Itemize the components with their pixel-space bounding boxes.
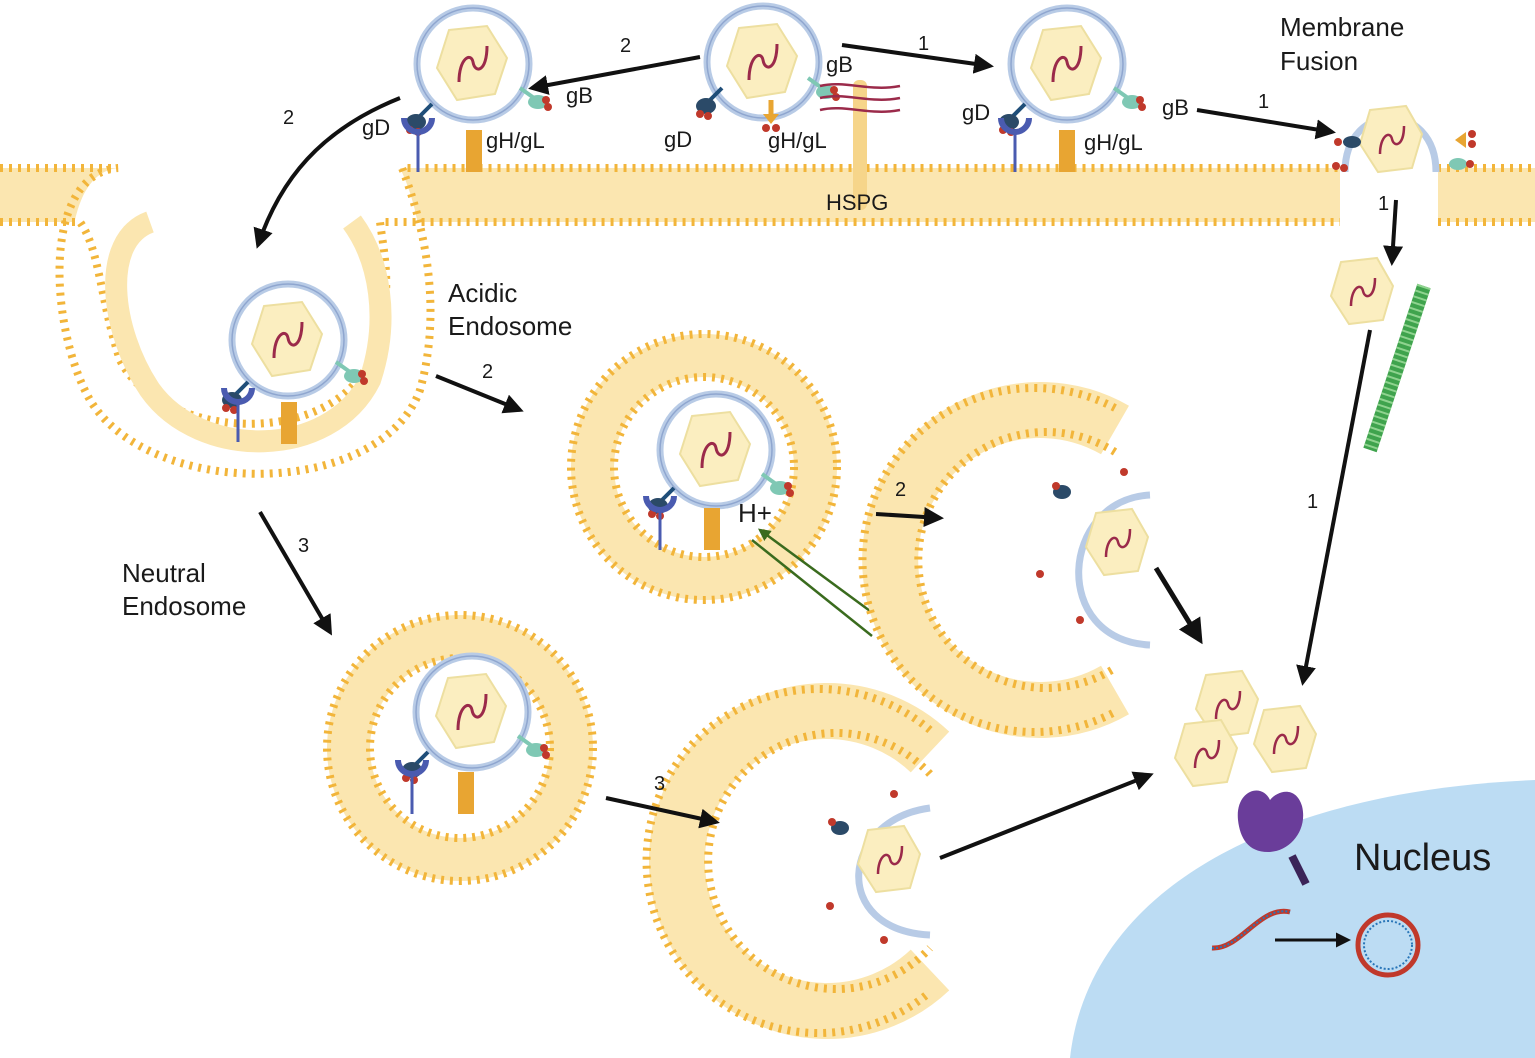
path-number-1-fusion: 1 bbox=[1258, 91, 1269, 113]
membrane-fusion-label-2: Fusion bbox=[1280, 46, 1358, 76]
path-number-1-transport: 1 bbox=[1307, 491, 1318, 513]
gd-label-right: gD bbox=[962, 100, 990, 125]
gd-label-center: gD bbox=[664, 127, 692, 152]
gb-label-right: gB bbox=[1162, 95, 1189, 120]
neutral-endosome-label-2: Endosome bbox=[122, 591, 246, 621]
path-number-1-top: 1 bbox=[918, 33, 929, 55]
fused-neutral-endosome bbox=[642, 683, 950, 1039]
path-number-2-fusion: 2 bbox=[895, 479, 906, 501]
path-number-2-endosome: 2 bbox=[482, 361, 493, 383]
membrane-fusion-site bbox=[1332, 104, 1476, 174]
path-number-3-endosome: 3 bbox=[298, 535, 309, 557]
acidic-endosome-label-2: Endosome bbox=[448, 311, 572, 341]
path-number-2-left: 2 bbox=[283, 107, 294, 129]
gd-label-left: gD bbox=[362, 115, 390, 140]
acidic-endosome-label-1: Acidic bbox=[448, 278, 517, 308]
fused-acidic-endosome bbox=[858, 382, 1151, 738]
microtubule bbox=[1363, 283, 1431, 453]
gb-label-center: gB bbox=[826, 52, 853, 77]
path-number-1-entry: 1 bbox=[1378, 193, 1389, 215]
proton-influx-arrows bbox=[751, 528, 886, 637]
linear-to-circular-dna bbox=[1211, 908, 1421, 978]
neutral-endosome-label-1: Neutral bbox=[122, 558, 206, 588]
hspg-receptor bbox=[819, 80, 901, 210]
pathway-arrows bbox=[253, 43, 1404, 860]
ghgl-label-left: gH/gL bbox=[486, 128, 545, 153]
nuclear-pore-icon bbox=[1237, 790, 1310, 886]
gb-label-left: gB bbox=[566, 83, 593, 108]
ghgl-label-right: gH/gL bbox=[1084, 130, 1143, 155]
h-plus-label: H+ bbox=[738, 498, 772, 528]
ghgl-label-center: gH/gL bbox=[768, 128, 827, 153]
neutral-endosome bbox=[323, 611, 597, 885]
path-number-3-fusion: 3 bbox=[654, 773, 665, 795]
released-capsids bbox=[1173, 256, 1395, 788]
nucleus bbox=[1070, 780, 1535, 1058]
hspg-label: HSPG bbox=[826, 190, 888, 215]
membrane-fusion-label-1: Membrane bbox=[1280, 12, 1404, 42]
virion-free bbox=[694, 6, 842, 132]
nucleus-label: Nucleus bbox=[1354, 837, 1491, 879]
acidic-endosome bbox=[567, 330, 841, 604]
path-number-2-top: 2 bbox=[620, 35, 631, 57]
